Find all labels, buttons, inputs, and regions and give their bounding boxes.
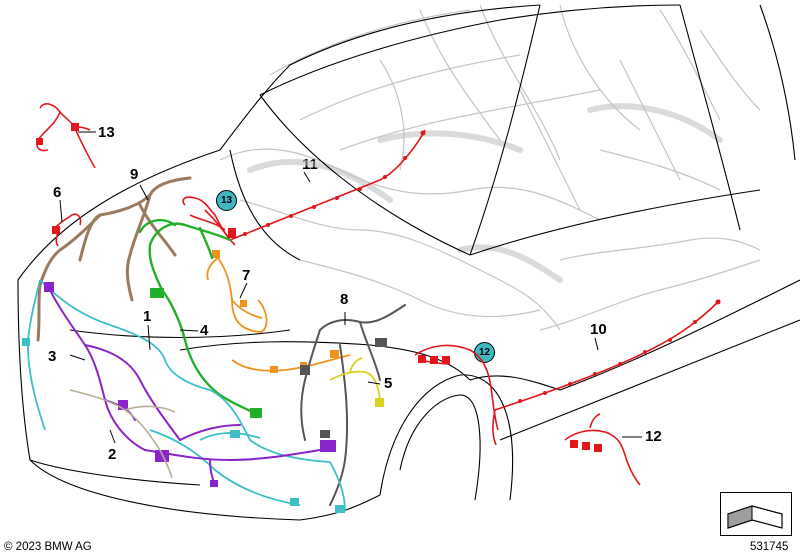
harness-8-connectors [300, 338, 387, 438]
callout-9: 9 [130, 166, 139, 183]
harness-1-connectors [22, 338, 345, 513]
harness-3-connectors [44, 282, 336, 487]
harness-4-green [138, 218, 260, 417]
harness-10-red [492, 299, 721, 446]
harness-11-dots [243, 130, 426, 236]
connector-12-standalone [570, 440, 602, 452]
callout-2: 2 [108, 446, 117, 463]
harness-2-tan [69, 389, 176, 479]
copyright-notice: © 2023 BMW AG [4, 541, 92, 553]
harness-13-red [36, 103, 96, 169]
connector-12-arch [418, 355, 450, 364]
callout-10: 10 [590, 321, 607, 338]
callout-6: 6 [53, 184, 62, 201]
callout-13: 13 [98, 124, 115, 141]
harness-7-connectors [212, 250, 339, 373]
callout-5: 5 [384, 375, 393, 392]
harness-4-connectors [150, 288, 262, 418]
connector-13b [71, 123, 79, 131]
callout-3: 3 [48, 348, 57, 365]
reference-bubble-13: 13 [216, 190, 237, 211]
harness-7-orange [206, 254, 351, 372]
connector-5 [375, 398, 384, 407]
harness-10-dots [518, 299, 721, 403]
harness-9-brown [36, 176, 192, 342]
connector-13 [228, 228, 236, 238]
diagram-number: 531745 [750, 541, 789, 553]
callout-4: 4 [200, 322, 209, 339]
callout-8: 8 [340, 291, 349, 308]
callout-12: 12 [645, 428, 662, 445]
engine-block-shapes [247, 103, 723, 283]
harness-8-gray [300, 304, 406, 506]
harness-1-cyan [27, 279, 346, 511]
callout-1: 1 [143, 308, 152, 325]
connector-13c [36, 138, 43, 145]
callout-7: 7 [242, 267, 251, 284]
harness-5-yellow [329, 357, 381, 401]
background-wiring [219, 4, 761, 331]
harness-12-red-arch [414, 344, 499, 431]
harness-12-red [564, 413, 641, 486]
connector-6 [52, 226, 60, 234]
harness-3-purple [49, 289, 321, 486]
car-body-outline [17, 4, 800, 521]
callout-leader-lines [59, 131, 642, 444]
navigation-arrow-icon [727, 505, 783, 529]
harness-13-red-front [182, 196, 236, 246]
